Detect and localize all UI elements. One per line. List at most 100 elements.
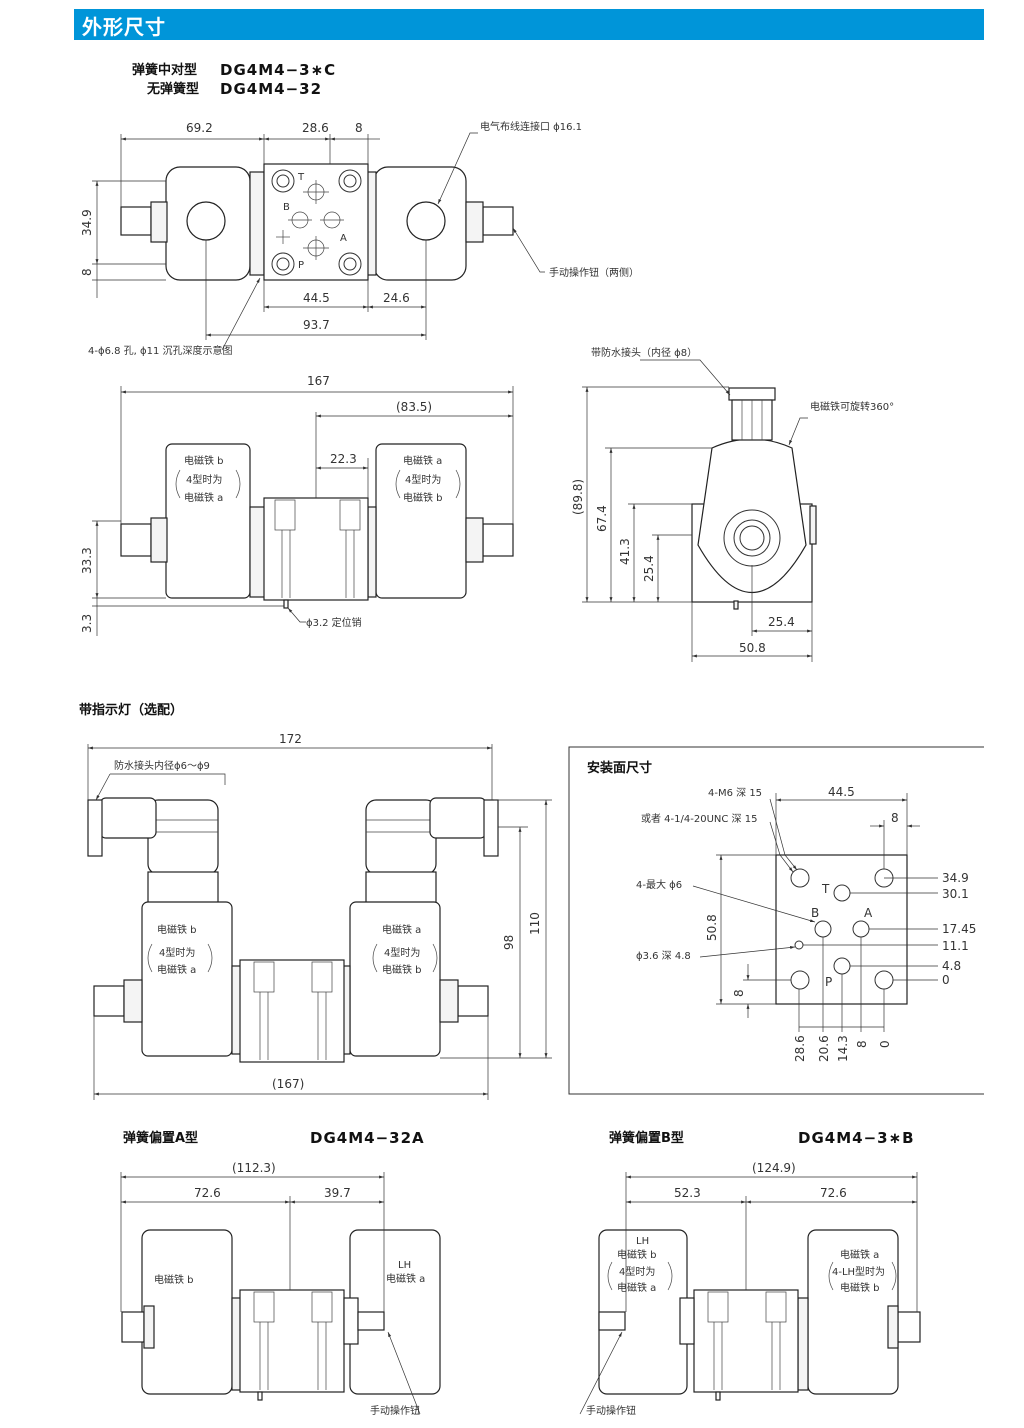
lamp-coil-b-l2: 4型时为 (159, 946, 195, 959)
note-unc: 或者 4-1/4-20UNC 深 15 (641, 813, 757, 825)
dim-89-8: (89.8) (571, 479, 585, 515)
coil-b-l3: 电磁铁 a (184, 491, 223, 504)
offset-b-view: LH 电磁铁 b 4型时为 电磁铁 a 电磁铁 a 4-LH型时为 电磁铁 b … (579, 1161, 921, 1417)
lamp-view: 电磁铁 b 4型时为 电磁铁 a 电磁铁 a 4型时为 电磁铁 b 172 98… (87, 732, 552, 1100)
offset-b-label: 弹簧偏置B型 (609, 1130, 684, 1146)
dim-34-9: 34.9 (80, 209, 94, 236)
top-view: T B A P 69.2 28.6 8 34.9 8 (80, 120, 639, 357)
mount-dim-8-left: 8 (732, 989, 746, 997)
section-title: 外形尺寸 (82, 15, 166, 39)
water-connector (728, 387, 776, 401)
offset-a-label: 弹簧偏置A型 (123, 1130, 198, 1146)
manual-knob-left (120, 206, 152, 236)
offset-b-coil-lh-l3: 电磁铁 a (617, 1281, 656, 1294)
mount-dim-34-9: 34.9 (942, 871, 969, 885)
dim-25-4-v: 25.4 (642, 555, 656, 582)
ring-left (249, 171, 265, 276)
mount-dim-0-right: 0 (942, 973, 950, 987)
coil-b-l1: 电磁铁 b (184, 454, 224, 467)
offset-b-coil-a-l3: 电磁铁 b (840, 1281, 880, 1294)
mount-port-p: P (825, 975, 832, 989)
offset-a-note-manual: 手动操作钮 (370, 1404, 420, 1417)
m6-hole-1 (790, 868, 810, 888)
offset-a-dim-112-3: (112.3) (232, 1161, 276, 1175)
lamp-coil-a-l2: 4型时为 (384, 946, 420, 959)
note-m6: 4-M6 深 15 (708, 787, 762, 799)
dim-172: 172 (279, 732, 302, 746)
mount-port-t: T (821, 882, 830, 896)
mount-dim-11-1: 11.1 (942, 939, 969, 953)
wire-port-left (186, 201, 226, 241)
note-lamp-water: 防水接头内径ϕ6～ϕ9 (114, 759, 210, 772)
dim-24-6: 24.6 (383, 291, 410, 305)
dim-83-5: (83.5) (396, 400, 432, 414)
lamp-connector-right (483, 799, 499, 857)
dim-8: 8 (355, 121, 363, 135)
label-nospring: 无弹簧型 (146, 81, 199, 97)
lamp-coil-a-l1: 电磁铁 a (382, 923, 421, 936)
dim-67-4: 67.4 (595, 505, 609, 532)
note-hole: 4-ϕ6.8 孔, ϕ11 沉孔深度示意图 (88, 344, 233, 357)
model-centered: DG4M4−3∗C (220, 61, 336, 79)
valve-body-front (263, 497, 369, 601)
lamp-connector-left (87, 799, 103, 857)
mount-dim-0-bottom: 0 (878, 1040, 892, 1048)
lamp-coil-a-l3: 电磁铁 b (382, 963, 422, 976)
note-max-6: 4-最大 ϕ6 (636, 878, 682, 891)
offset-a-dim-39-7: 39.7 (324, 1186, 351, 1200)
locating-pin (283, 599, 289, 609)
mount-dim-28-6: 28.6 (793, 1035, 807, 1062)
dim-41-3: 41.3 (618, 538, 632, 565)
offset-b-coil-lh-l2: 4型时为 (619, 1265, 655, 1278)
coil-a-l1: 电磁铁 a (403, 454, 442, 467)
side-view: (89.8) 67.4 41.3 25.4 25.4 50.8 带防水接头（内径… (571, 346, 894, 662)
offset-b-lh: LH (636, 1236, 649, 1247)
manual-knob-right (482, 206, 514, 236)
dim-25-4-h: 25.4 (768, 615, 795, 629)
offset-a-body (239, 1289, 345, 1393)
note-pin-hole: ϕ3.6 深 4.8 (636, 950, 691, 962)
lamp-valve-body (239, 959, 345, 1063)
front-view: 电磁铁 b 4型时为 电磁铁 a 电磁铁 a 4型时为 电磁铁 b 167 (8… (80, 374, 514, 636)
model-nospring: DG4M4−32 (220, 80, 322, 98)
port-b: B (283, 202, 290, 213)
offset-b-coil-a-l1: 电磁铁 a (840, 1248, 879, 1261)
offset-b-coil-a-l2: 4-LH型时为 (832, 1265, 885, 1278)
offset-a-dim-72-6: 72.6 (194, 1186, 221, 1200)
dim-69-2: 69.2 (186, 121, 213, 135)
offset-a-manual (357, 1311, 385, 1331)
offset-b-dim-52-3: 52.3 (674, 1186, 701, 1200)
port-t: T (297, 172, 305, 183)
lamp-coil-b-l3: 电磁铁 a (157, 963, 196, 976)
mount-frame (568, 746, 984, 1095)
offset-b-model: DG4M4−3∗B (798, 1129, 915, 1147)
dim-110: 110 (528, 912, 542, 935)
mount-dim-20-6: 20.6 (817, 1035, 831, 1062)
dim-28-6: 28.6 (302, 121, 329, 135)
note-locating-pin: ϕ3.2 定位销 (306, 616, 362, 629)
coil-a-l3: 电磁铁 b (403, 491, 443, 504)
note-rotate: 电磁铁可旋转360° (810, 400, 894, 413)
offset-b-body (693, 1289, 799, 1393)
coil-b-front (165, 443, 251, 599)
offset-a-view: 电磁铁 b LH 电磁铁 a (112.3) 72.6 39.7 手动操作钮 (120, 1161, 441, 1417)
offset-a-coil-b (141, 1229, 233, 1395)
offset-b-dim-124-9: (124.9) (752, 1161, 796, 1175)
mount-dim-30-1: 30.1 (942, 887, 969, 901)
dim-167-lamp: (167) (272, 1077, 304, 1091)
offset-b-dim-72-6: 72.6 (820, 1186, 847, 1200)
note-manual-both: 手动操作钮（两侧） (549, 266, 639, 279)
dim-33-3: 33.3 (80, 547, 94, 574)
mount-port-a: A (864, 906, 873, 920)
label-centered: 弹簧中对型 (132, 62, 197, 78)
port-a: A (340, 233, 347, 244)
lamp-coil-b-l1: 电磁铁 b (157, 923, 197, 936)
offset-b-manual (598, 1311, 626, 1331)
coil-a-front (375, 443, 467, 599)
mount-plate (775, 854, 908, 1005)
coil-a-l2: 4型时为 (405, 473, 441, 486)
mount-face: 安装面尺寸 T B A P 44.5 8 34.9 30.1 17.45 11.… (568, 746, 984, 1095)
dim-8-left: 8 (80, 268, 94, 276)
coil-b-l2: 4型时为 (186, 473, 222, 486)
